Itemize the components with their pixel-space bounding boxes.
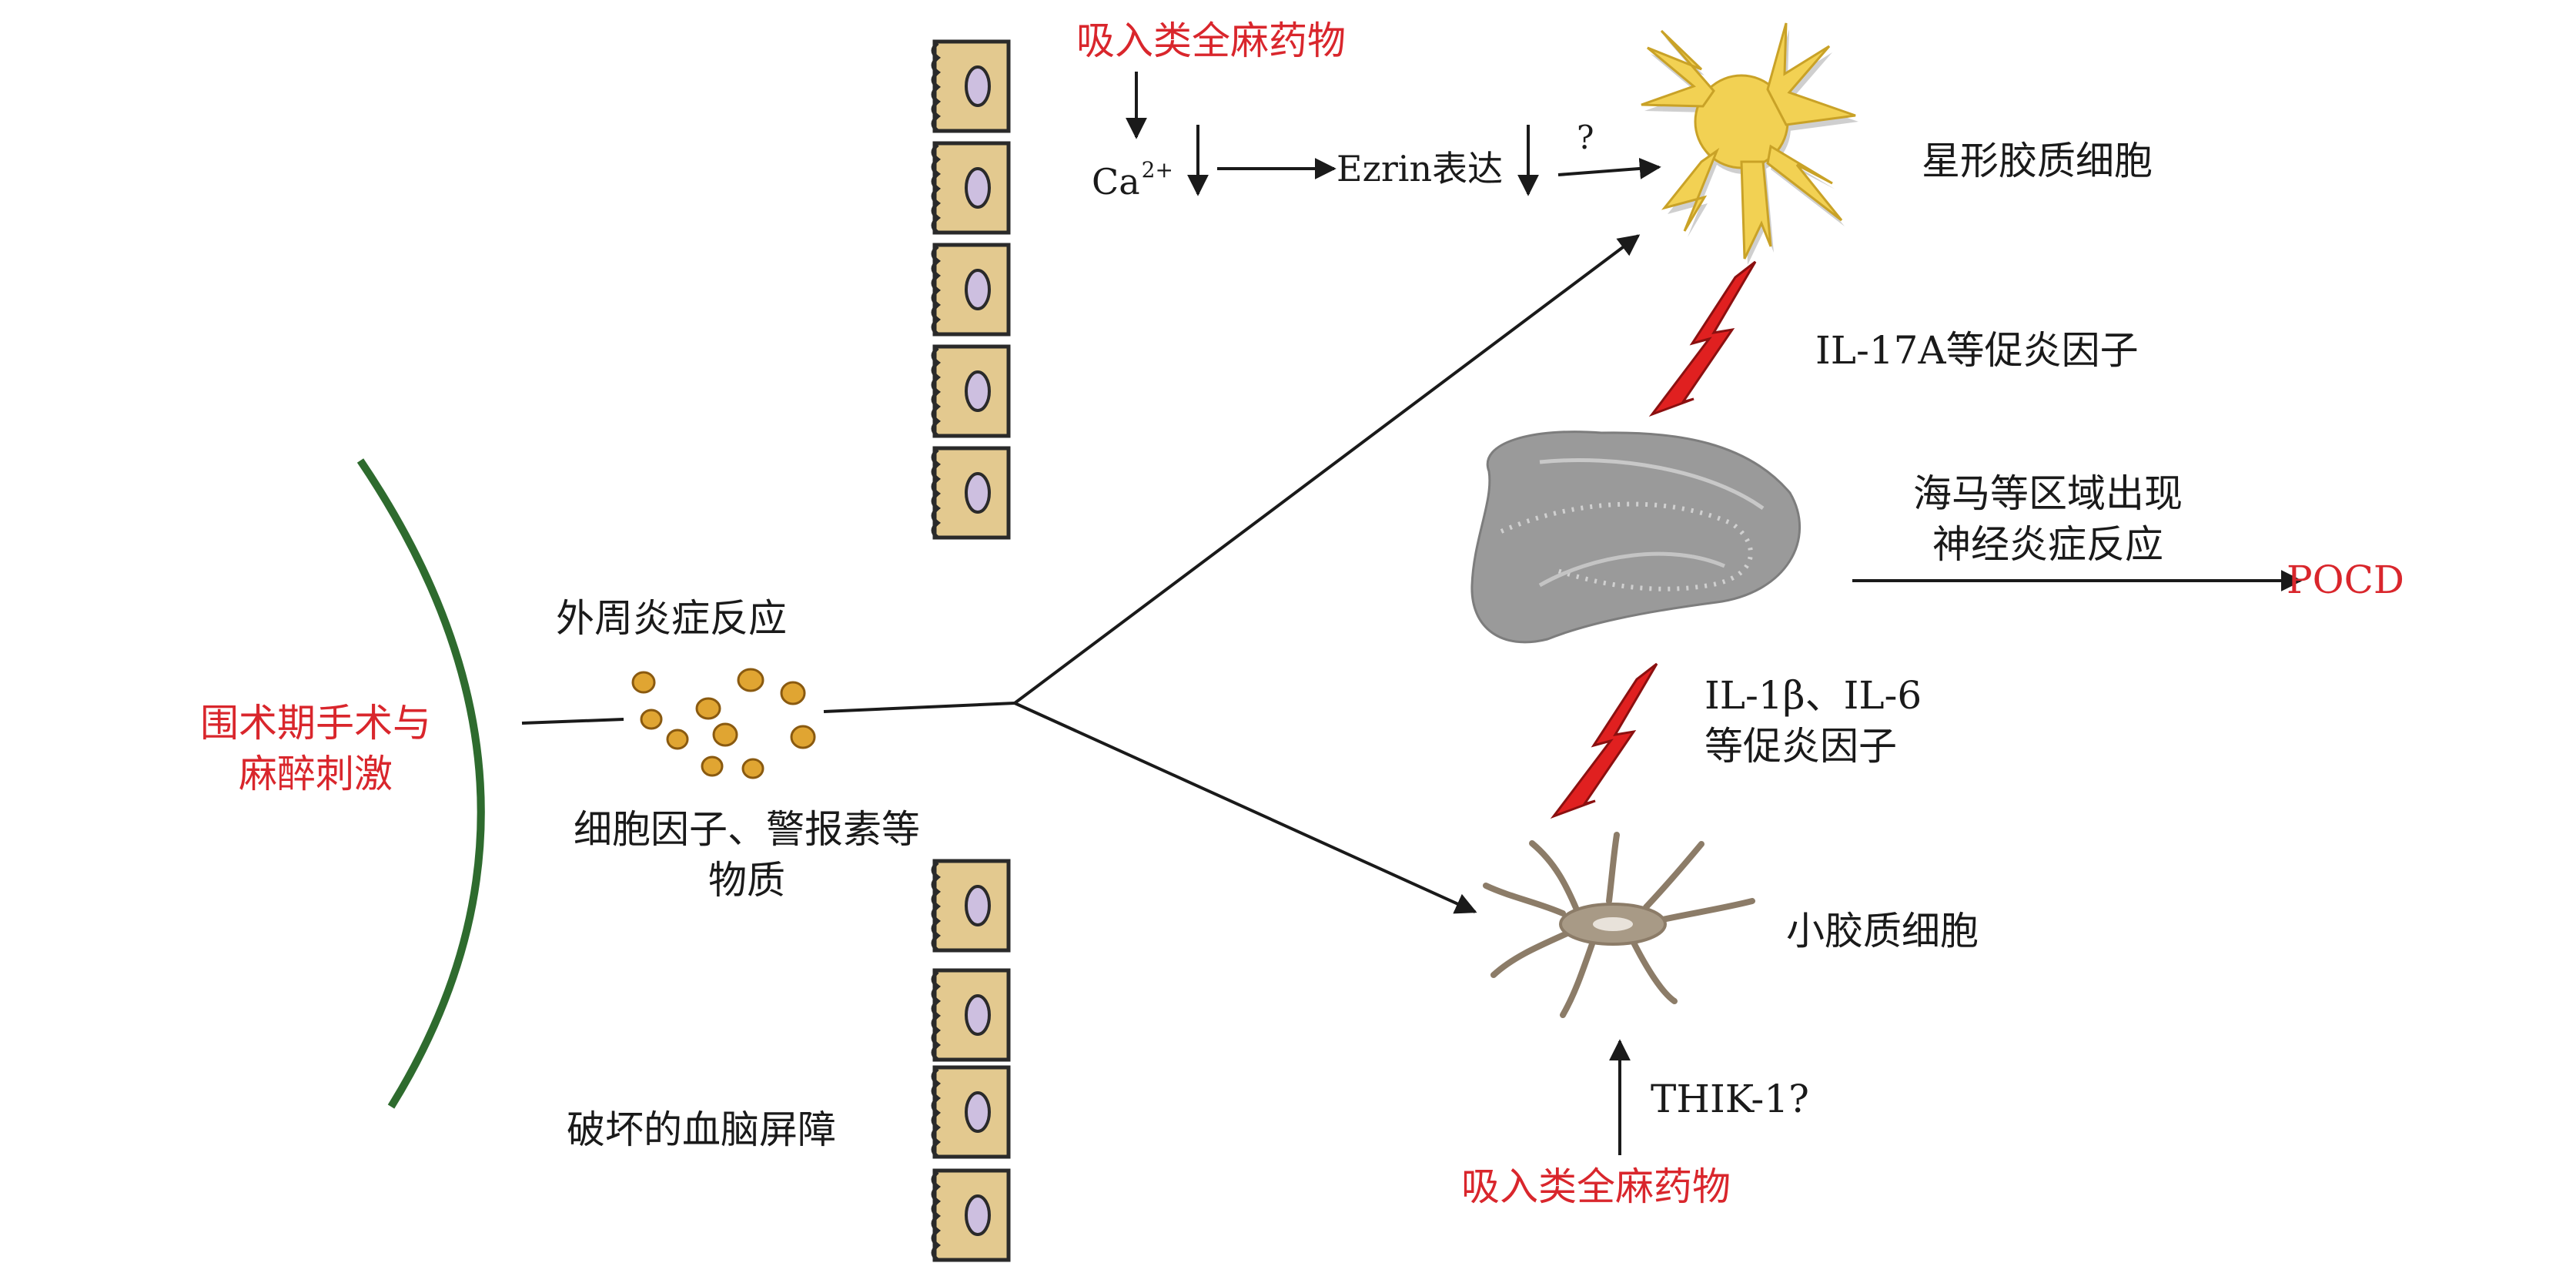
stimulus-line-2: 麻醉刺激 — [239, 752, 393, 796]
microglia-label: 小胶质细胞 — [1786, 909, 1979, 953]
il1-label: IL-1β、IL-6 等促炎因子 — [1705, 670, 1922, 772]
hippocampus-label: 海马等区域出现 神经炎症反应 — [1878, 468, 2217, 570]
hippocampus-slice — [1470, 430, 1802, 644]
il1-line-1: IL-1β、IL-6 — [1705, 673, 1922, 718]
lightning-bolt-lower — [1550, 662, 1658, 819]
bbb-label: 破坏的血脑屏障 — [567, 1107, 836, 1152]
stimulus-line-1: 围术期手术与 — [200, 701, 431, 745]
cytokines-line-1: 细胞因子、警报素等 — [574, 807, 920, 852]
calcium-superscript: 2+ — [1141, 157, 1173, 183]
pocd-label: POCD — [2287, 558, 2404, 602]
bbb-cells-top — [933, 42, 1009, 538]
cytokines-line-2: 物质 — [708, 858, 785, 903]
hippocampus-line-1: 海马等区域出现 — [1913, 471, 2183, 516]
stimulus-label: 围术期手术与 麻醉刺激 — [177, 698, 454, 799]
cytokines-label: 细胞因子、警报素等 物质 — [539, 804, 955, 906]
cytokine-dots — [631, 668, 816, 779]
bbb-cells-bottom — [933, 861, 1009, 1260]
microglia-cell — [1483, 832, 1755, 1018]
thik1-label: THIK-1? — [1651, 1077, 1809, 1121]
astrocyte-cell — [1641, 22, 1858, 265]
il1-line-2: 等促炎因子 — [1705, 724, 1897, 769]
peripheral-inflammation-label: 外周炎症反应 — [556, 596, 787, 641]
question-mark: ? — [1577, 119, 1594, 156]
calcium-base: Ca — [1092, 161, 1140, 203]
ezrin-label: Ezrin表达 — [1337, 148, 1504, 189]
calcium-label: Ca2+ — [1092, 145, 1173, 207]
stimulus-arc — [356, 458, 485, 1109]
hippocampus-line-2: 神经炎症反应 — [1932, 522, 2163, 567]
lightning-bolt-upper — [1648, 260, 1757, 417]
astrocyte-label: 星形胶质细胞 — [1922, 139, 2153, 183]
top-anesthetic-label: 吸入类全麻药物 — [1076, 18, 1346, 63]
il17a-label: IL-17A等促炎因子 — [1815, 328, 2139, 373]
bottom-anesthetic-label: 吸入类全麻药物 — [1461, 1164, 1731, 1209]
